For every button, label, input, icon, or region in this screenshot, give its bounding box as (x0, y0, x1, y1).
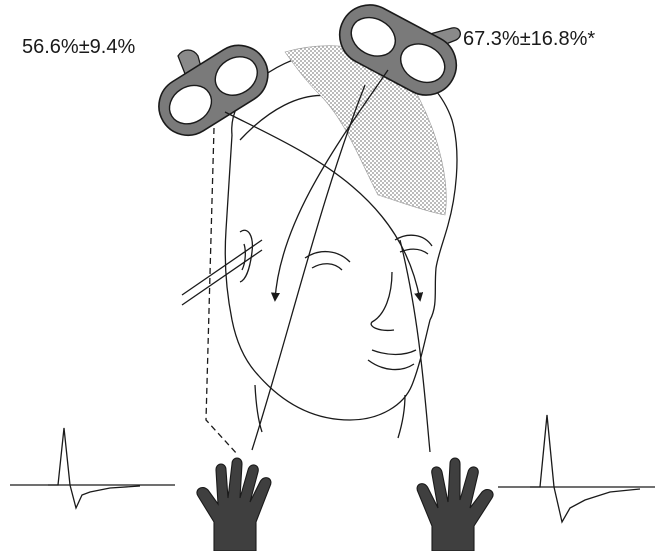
right-coil-value-label: 67.3%±16.8%* (463, 28, 595, 51)
hand-left-icon (197, 458, 271, 551)
double-line-mark (182, 240, 262, 305)
mep-waveform-right (498, 415, 655, 522)
hand-right-icon (417, 458, 493, 551)
left-coil-value-label: 56.6%±9.4% (22, 36, 135, 59)
mep-waveform-left (10, 428, 175, 508)
